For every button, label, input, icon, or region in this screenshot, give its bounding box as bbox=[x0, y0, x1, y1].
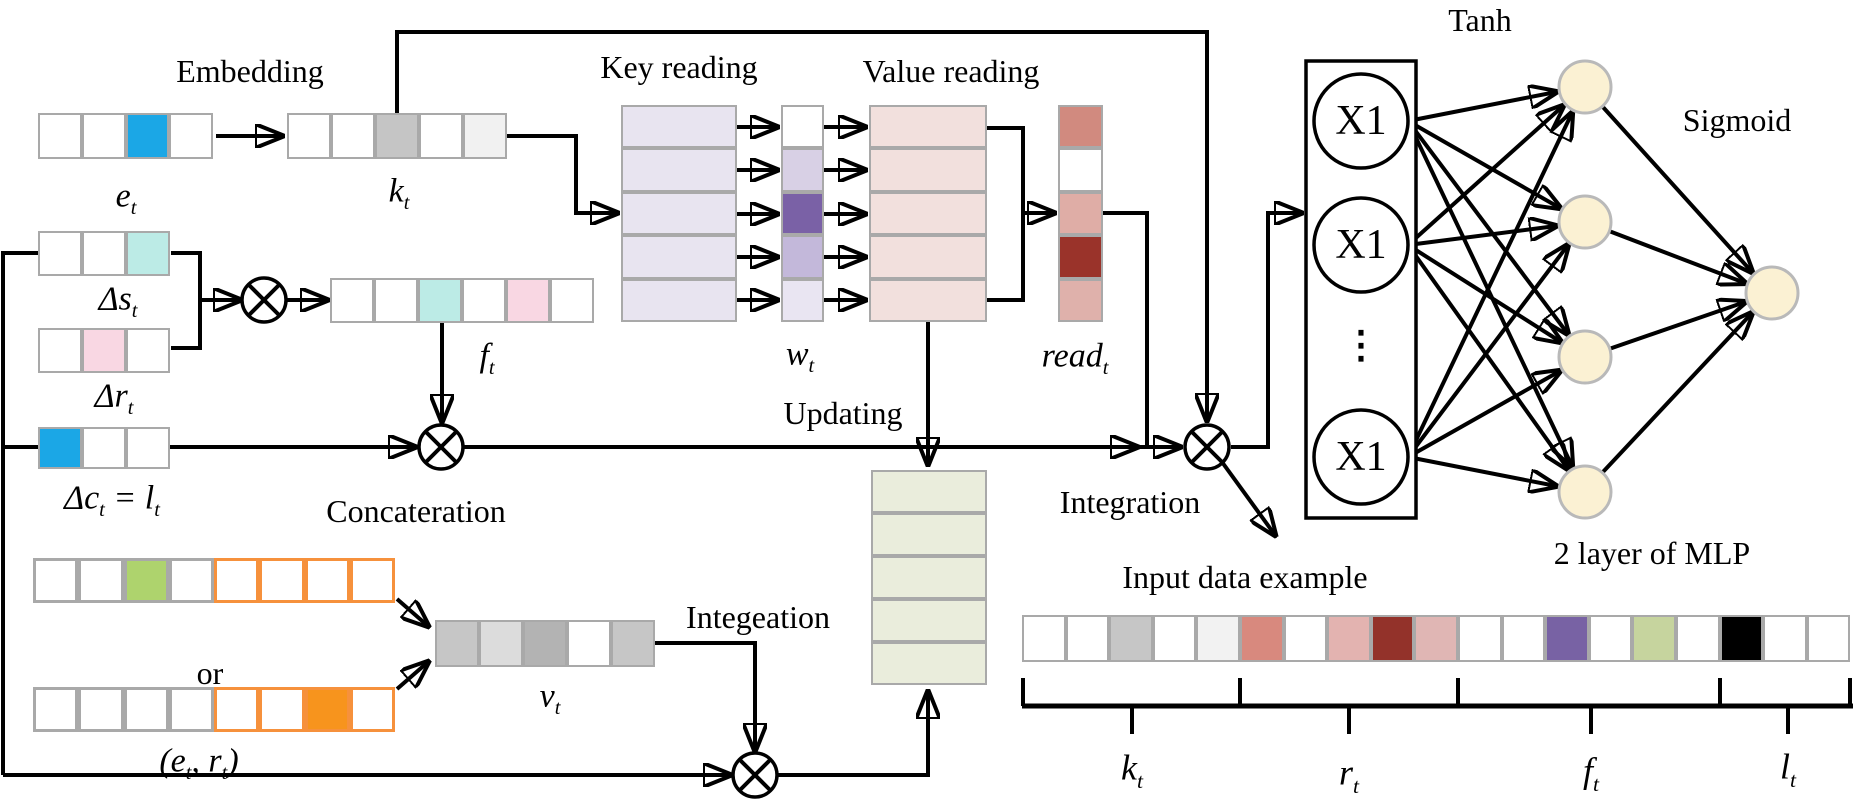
value-to-read-bracket bbox=[987, 126, 1149, 447]
ft-gate-vector bbox=[330, 278, 594, 323]
mlp-caption-label: 2 layer of MLP bbox=[1553, 535, 1751, 571]
mlp-output-node bbox=[1744, 265, 1800, 321]
multiply-operator-concat-small bbox=[240, 276, 288, 324]
mlp-hidden-nodes bbox=[1557, 59, 1613, 520]
sigmoid-label: Sigmoid bbox=[1682, 102, 1792, 138]
kt-label: kt bbox=[388, 172, 410, 215]
delta-c-label: Δct = lt bbox=[64, 479, 160, 522]
key-to-weight-arrows bbox=[737, 127, 777, 300]
delta-s-vector bbox=[38, 231, 170, 276]
axis-kt-label: kt bbox=[1121, 747, 1143, 793]
multiply-operator-concateration bbox=[417, 423, 465, 471]
or-option-vector-1 bbox=[33, 558, 396, 603]
read-vector bbox=[1058, 105, 1103, 322]
ellipsis-dots: ⋮ bbox=[1342, 324, 1380, 367]
input-data-example-vector bbox=[1022, 615, 1851, 662]
value-memory-matrix bbox=[869, 105, 987, 322]
tanh-label: Tanh bbox=[1448, 2, 1512, 38]
wt-weight-vector bbox=[781, 105, 824, 322]
x1-node-label-3: X1 bbox=[1335, 434, 1387, 480]
mlp-connection-arrows bbox=[1406, 92, 1752, 486]
multiply-operator-integration bbox=[1183, 423, 1231, 471]
input-example-label: Input data example bbox=[1122, 559, 1368, 595]
axis-ft-label: ft bbox=[1582, 750, 1600, 796]
kt-top-line bbox=[395, 30, 1207, 420]
bottom-axis bbox=[1021, 678, 1853, 734]
axis-rt-label: rt bbox=[1338, 752, 1360, 798]
multiply-operator-integeation bbox=[731, 751, 779, 799]
axis-lt-label: lt bbox=[1779, 746, 1797, 792]
mlp-input-box bbox=[1304, 59, 1418, 520]
integeation-label: Integeation bbox=[686, 599, 830, 635]
delta-c-vector bbox=[38, 427, 170, 469]
integration-label: Integration bbox=[1059, 484, 1201, 520]
delta-r-vector bbox=[38, 328, 170, 373]
updated-memory-matrix bbox=[871, 470, 987, 685]
delta-bracket bbox=[171, 251, 327, 350]
wt-label: wt bbox=[785, 335, 815, 378]
memory-update-line bbox=[777, 692, 928, 777]
x1-node-label-2: X1 bbox=[1335, 222, 1387, 268]
x1-node-label-1: X1 bbox=[1335, 98, 1387, 144]
vt-value-vector bbox=[435, 620, 655, 667]
updating-label: Updating bbox=[783, 395, 903, 431]
vt-label: vt bbox=[539, 677, 561, 720]
et-rt-pair-label: (et, rt) bbox=[159, 742, 239, 785]
delta-r-label: Δrt bbox=[94, 377, 134, 420]
readt-label: readt bbox=[1041, 337, 1109, 380]
embedding-label: Embedding bbox=[176, 53, 324, 89]
or-label: or bbox=[196, 655, 224, 691]
delta-s-label: Δst bbox=[98, 280, 138, 323]
et-label: et bbox=[115, 177, 137, 220]
vt-output-line bbox=[395, 597, 755, 750]
ft-label: ft bbox=[479, 337, 495, 380]
key-vector-kt bbox=[287, 113, 507, 159]
integration-output-line bbox=[1220, 213, 1301, 535]
key-reading-label: Key reading bbox=[600, 49, 758, 85]
concateration-label: Concateration bbox=[326, 493, 506, 529]
key-memory-matrix bbox=[621, 105, 737, 322]
weight-to-value-arrows bbox=[824, 127, 865, 300]
embedding-input-vector bbox=[38, 113, 214, 159]
value-reading-label: Value reading bbox=[862, 53, 1040, 89]
or-option-vector-2 bbox=[33, 687, 396, 732]
